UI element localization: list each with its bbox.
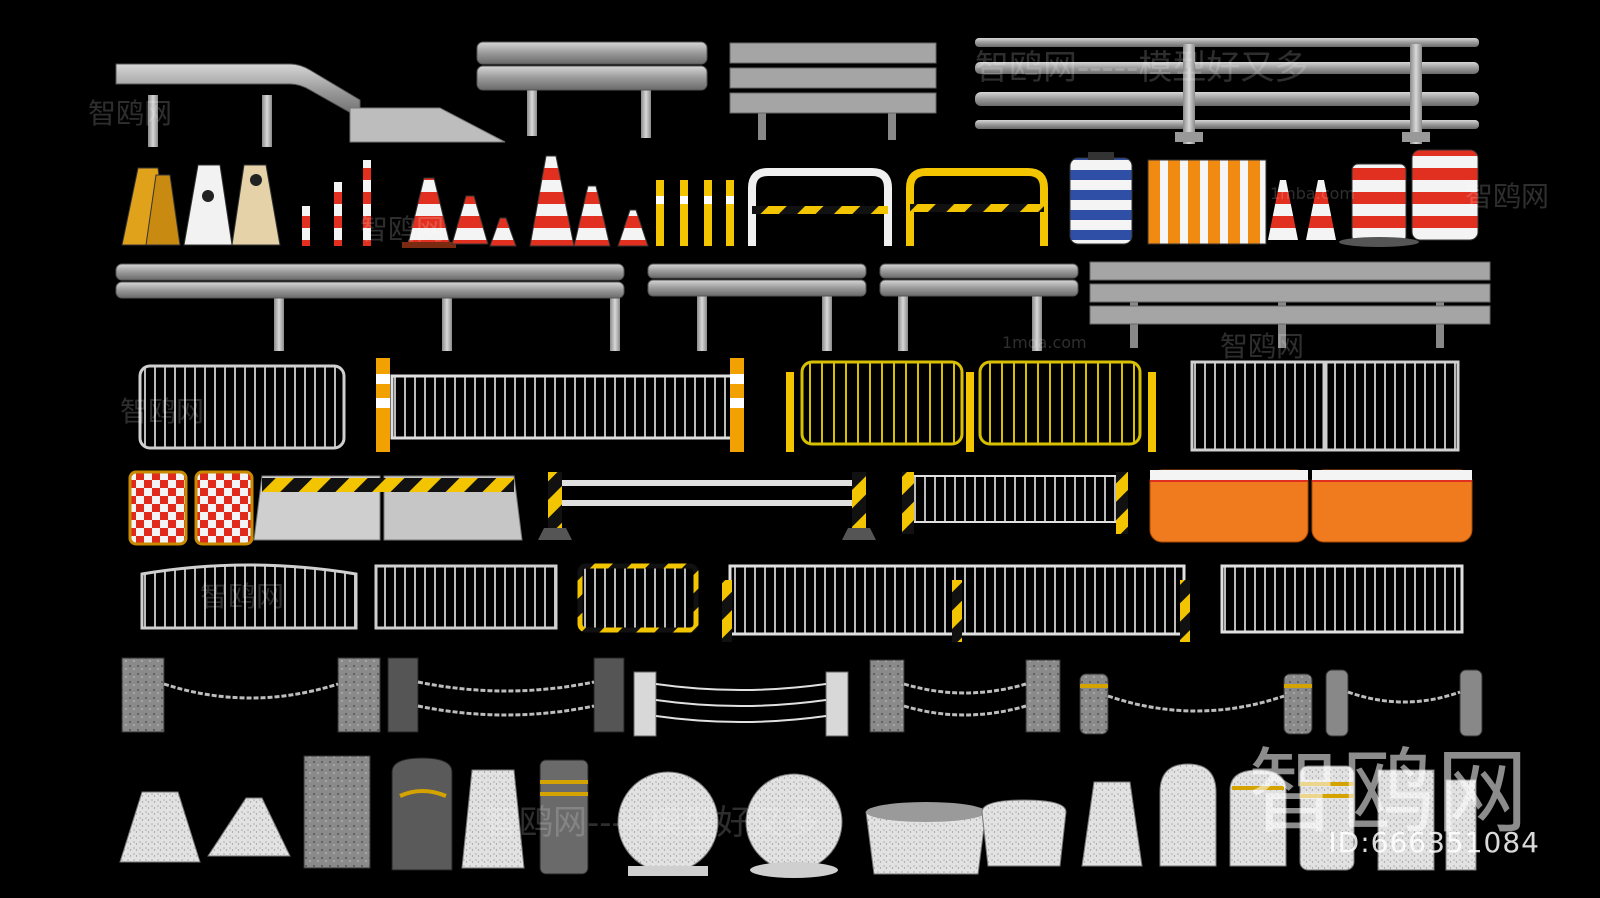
wood-plank-rail (729, 42, 937, 140)
wbeam-guardrail-short (476, 41, 708, 138)
crowd-barrier-steel (138, 364, 346, 450)
rope-posts-light (633, 671, 849, 737)
plank-fence-long (1089, 261, 1491, 348)
yellow-bollards (656, 180, 734, 246)
water-barrier-orange (1147, 159, 1267, 245)
hazard-post-bar-fence (902, 472, 1128, 534)
long-wbeam-guardrail (115, 263, 625, 351)
crash-barrels (1339, 149, 1479, 247)
small-cones (1268, 180, 1336, 240)
u-barrier-white (748, 168, 892, 246)
wet-floor-signs (121, 164, 281, 246)
arched-municipal-fence (722, 564, 1190, 642)
concrete-jersey-barrier (253, 475, 523, 541)
checker-barrels (128, 470, 254, 546)
traffic-cones (402, 155, 649, 248)
tube-guardrail (975, 38, 1479, 144)
chain-posts-granite (121, 657, 381, 733)
low-municipal-fence (1220, 564, 1464, 634)
yellow-trim-barrier (577, 563, 699, 633)
curved-guardrail (115, 63, 506, 147)
double-wbeam-guardrail (647, 263, 1079, 351)
arched-railing (140, 563, 358, 630)
chain-bollards-gray (1325, 669, 1483, 737)
municipal-fence-yellow-posts (376, 358, 744, 452)
water-barrel-blue (1069, 152, 1133, 245)
yellow-frame-barriers (786, 360, 1156, 452)
orange-plastic-barriers (1149, 469, 1473, 543)
delineator-posts (302, 160, 371, 246)
chain-posts-marble (869, 659, 1061, 733)
u-barrier-yellow (906, 168, 1048, 246)
chain-bollards-gold (1079, 673, 1313, 735)
hazard-post-rail-fence (538, 472, 876, 540)
steel-barriers-pair (1190, 360, 1460, 452)
chain-posts-dark (387, 657, 625, 733)
flat-railing (374, 564, 558, 630)
stone-bollards (119, 755, 1477, 878)
